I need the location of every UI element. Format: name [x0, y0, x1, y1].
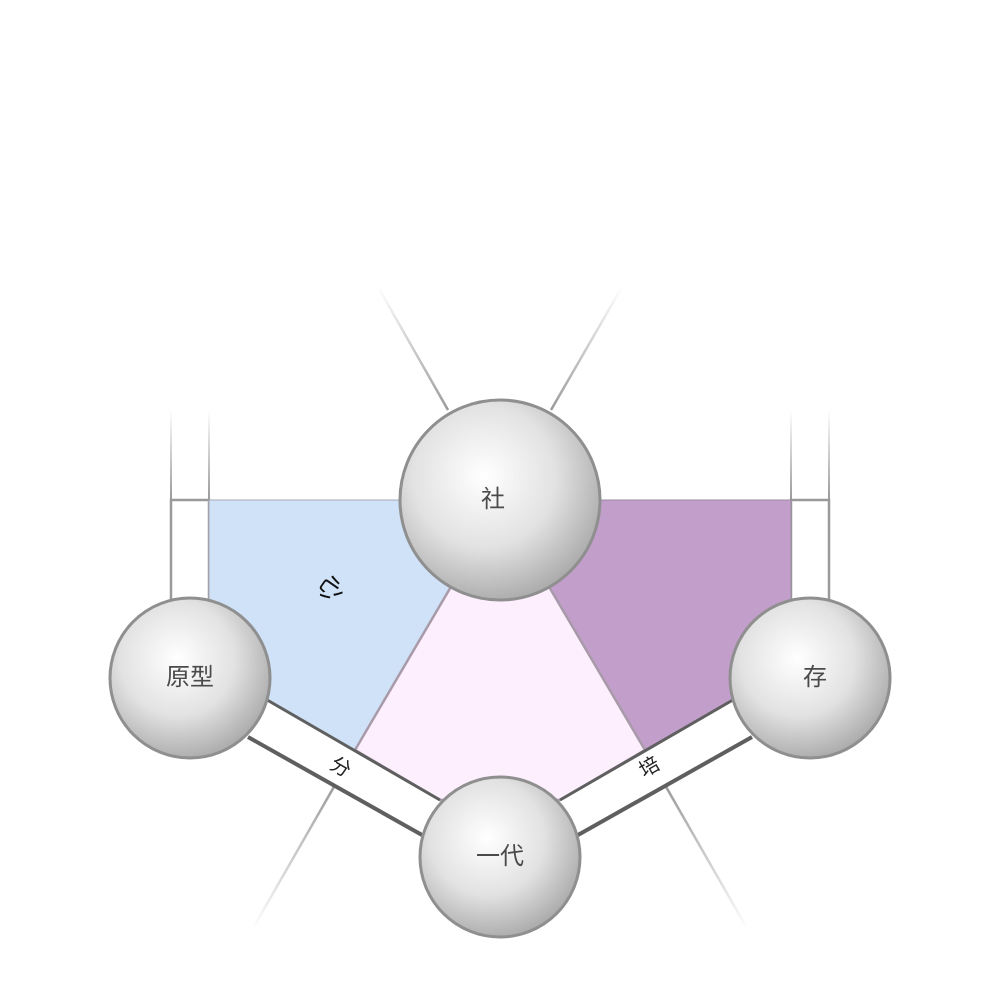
node-bottom-label: 一代 — [476, 842, 524, 870]
ray-bottom-right — [663, 784, 750, 931]
node-left: 原型 — [108, 596, 272, 760]
edge-band-left — [248, 697, 440, 835]
node-top-sphere — [398, 398, 602, 602]
node-top-label: 社 — [481, 485, 505, 513]
ray-top-right — [549, 286, 624, 411]
edge-right-inner-line — [559, 695, 739, 802]
node-bottom-sphere — [418, 775, 582, 939]
node-right-label: 存 — [803, 663, 827, 691]
edge-left-inner-line — [261, 695, 441, 802]
node-bottom: 一代 — [418, 775, 582, 939]
node-right-sphere — [728, 596, 892, 760]
edge-left-outer-line — [247, 735, 423, 837]
ray-bottom-left — [250, 784, 337, 931]
ray-top-left — [376, 286, 450, 411]
edge-band-right — [560, 697, 752, 835]
frame-right — [789, 498, 831, 612]
edge-right-outer-line — [577, 735, 753, 837]
node-right: 存 — [728, 596, 892, 760]
node-left-label: 原型 — [166, 663, 214, 691]
node-left-sphere — [108, 596, 272, 760]
frame-left — [169, 498, 211, 612]
node-top: 社 — [398, 398, 602, 602]
